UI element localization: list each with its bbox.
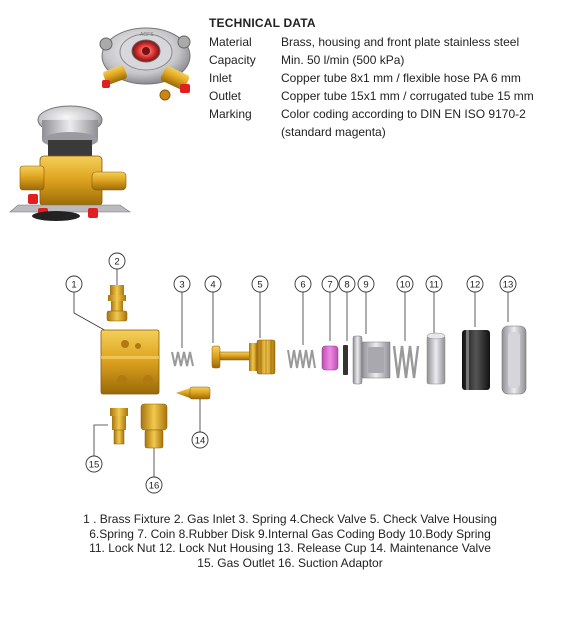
callout-16: 16 — [145, 476, 163, 494]
callout-label: 3 — [179, 280, 184, 291]
maintenance-valve — [176, 386, 211, 400]
callout-label: 1 — [71, 280, 76, 291]
technical-data-table: Material Brass, housing and front plate s… — [209, 33, 571, 141]
callout-label: 5 — [257, 280, 262, 291]
spec-row: Inlet Copper tube 8x1 mm / flexible hose … — [209, 69, 571, 87]
legend-line: 1 . Brass Fixture 2. Gas Inlet 3. Spring… — [83, 512, 497, 526]
callout-12: 12 — [466, 275, 484, 293]
callout-6: 6 — [294, 275, 312, 293]
callout-9: 9 — [357, 275, 375, 293]
callout-1: 1 — [65, 275, 83, 293]
spec-label: Marking — [209, 107, 252, 121]
check-valve — [211, 345, 251, 369]
product-photo-side — [9, 105, 131, 221]
spec-value: Copper tube 15x1 mm / corrugated tube 15… — [281, 89, 534, 103]
callout-label: 14 — [195, 436, 206, 447]
callout-4: 4 — [204, 275, 222, 293]
spec-label: Material — [209, 35, 252, 49]
callout-label: 2 — [114, 257, 119, 268]
spec-row: Capacity Min. 50 l/min (500 kPa) — [209, 51, 571, 69]
callout-11: 11 — [425, 275, 443, 293]
internal-gas-coding-body — [352, 335, 391, 385]
spec-row: (standard magenta) — [209, 123, 571, 141]
callout-10: 10 — [396, 275, 414, 293]
spec-label: Capacity — [209, 53, 256, 67]
callout-2: 2 — [108, 252, 126, 270]
callout-leaders — [73, 268, 509, 477]
brass-fixture — [100, 329, 160, 395]
callout-5: 5 — [251, 275, 269, 293]
gas-outlet — [110, 408, 128, 445]
lock-nut — [426, 332, 446, 385]
release-cup — [501, 325, 527, 395]
product-photo-top: AGFS — [99, 27, 191, 101]
callout-13: 13 — [499, 275, 517, 293]
exploded-view-diagram: AGFS — [9, 27, 527, 494]
callout-label: 16 — [149, 481, 160, 492]
svg-text:AGFS: AGFS — [140, 32, 154, 38]
technical-data-panel: TECHNICAL DATA Material Brass, housing an… — [209, 14, 571, 141]
technical-data-heading: TECHNICAL DATA — [209, 16, 316, 30]
spec-label: Outlet — [209, 89, 242, 103]
callout-label: 7 — [327, 280, 332, 291]
spec-row: Outlet Copper tube 15x1 mm / corrugated t… — [209, 87, 571, 105]
callout-label: 11 — [429, 280, 439, 291]
spec-row: Marking Color coding according to DIN EN … — [209, 105, 571, 123]
coin-magenta — [321, 345, 339, 371]
callout-label: 9 — [363, 280, 368, 291]
callout-8: 8 — [338, 275, 356, 293]
gas-inlet — [106, 285, 128, 322]
callout-14: 14 — [191, 431, 209, 449]
legend-line: 6.Spring 7. Coin 8.Rubber Disk 9.Interna… — [89, 526, 491, 541]
callout-label: 15 — [89, 460, 100, 471]
spec-label: Inlet — [209, 71, 232, 85]
callout-7: 7 — [321, 275, 339, 293]
legend-line: 11. Lock Nut 12. Lock Nut Housing 13. Re… — [89, 541, 491, 556]
spec-value: (standard magenta) — [281, 125, 386, 139]
parts-legend: 1 . Brass Fixture 2. Gas Inlet 3. Spring… — [0, 512, 580, 570]
callout-label: 8 — [344, 280, 349, 291]
callout-label: 6 — [300, 280, 305, 291]
spec-row: Material Brass, housing and front plate s… — [209, 33, 571, 51]
check-valve-housing — [249, 339, 276, 375]
spec-value: Min. 50 l/min (500 kPa) — [281, 53, 405, 67]
spring-3 — [171, 351, 194, 367]
callout-label: 12 — [470, 280, 481, 291]
callout-3: 3 — [173, 275, 191, 293]
spring-6 — [287, 349, 316, 369]
spec-value: Color coding according to DIN EN ISO 917… — [281, 107, 526, 121]
callout-label: 10 — [400, 280, 411, 291]
spec-value: Copper tube 8x1 mm / flexible hose PA 6 … — [281, 71, 521, 85]
body-spring — [392, 345, 420, 379]
callout-15: 15 — [85, 455, 103, 473]
callout-label: 13 — [503, 280, 514, 291]
rubber-disk — [343, 345, 348, 375]
spec-value: Brass, housing and front plate stainless… — [281, 35, 520, 49]
suction-adaptor — [140, 403, 168, 449]
callout-label: 4 — [210, 280, 215, 291]
lock-nut-housing — [462, 330, 490, 390]
legend-line: 15. Gas Outlet 16. Suction Adaptor — [197, 555, 383, 570]
